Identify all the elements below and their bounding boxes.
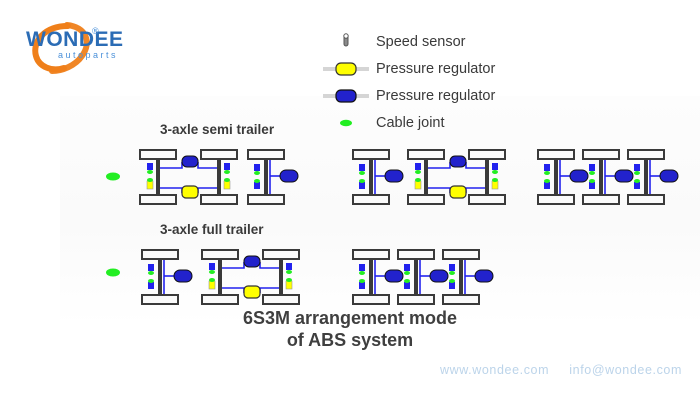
section-title-full-trailer: 3-axle full trailer	[160, 222, 264, 237]
semi-group-6-single-axle	[579, 148, 635, 206]
semi-group-4-tandem-axles	[404, 148, 509, 206]
diagram-background-panel	[60, 96, 700, 326]
semi-group-1-tandem-axles	[136, 148, 241, 206]
legend-item-speed-sensor: Speed sensor	[318, 30, 495, 54]
full-group-4-single-axle	[394, 248, 450, 306]
diagram-caption: 6S3M arrangement mode of ABS system	[0, 307, 700, 351]
full-group-2-tandem-axles	[198, 248, 303, 306]
semi-group-2-single-axle	[244, 148, 300, 206]
legend-label: Pressure regulator	[376, 61, 496, 77]
footer-contact: www.wondee.com info@wondee.com	[440, 363, 682, 377]
semi-group-3-single-axle	[349, 148, 405, 206]
cable-joint-icon	[318, 117, 374, 129]
cable-joint-marker-row2	[104, 265, 122, 283]
logo-wordmark: WONDEE	[26, 28, 124, 51]
legend: Speed sensor Pressure regulator Pres	[318, 30, 495, 138]
semi-group-5-single-axle	[534, 148, 590, 206]
legend-item-cable-joint: Cable joint	[318, 111, 495, 135]
full-group-3-single-axle	[349, 248, 405, 306]
cable-joint-marker-row1	[104, 169, 122, 187]
registered-mark: ®	[92, 26, 99, 36]
legend-label: Pressure regulator	[376, 88, 496, 104]
caption-line-2: of ABS system	[286, 330, 414, 350]
legend-item-pressure-regulator-yellow: Pressure regulator	[318, 57, 495, 81]
footer-email[interactable]: info@wondee.com	[569, 363, 682, 377]
pressure-regulator-yellow-icon	[318, 60, 374, 78]
semi-group-7-single-axle	[624, 148, 680, 206]
legend-label: Cable joint	[376, 115, 445, 131]
section-title-semi-trailer: 3-axle semi trailer	[160, 122, 275, 137]
speed-sensor-icon	[318, 32, 374, 52]
legend-label: Speed sensor	[376, 34, 466, 50]
wondee-logo	[26, 16, 196, 78]
pressure-regulator-blue-icon	[318, 87, 374, 105]
legend-item-pressure-regulator-blue: Pressure regulator	[318, 84, 495, 108]
footer-website[interactable]: www.wondee.com	[439, 363, 550, 377]
full-group-1-single-axle	[138, 248, 194, 306]
logo-tagline: autoparts	[58, 50, 119, 60]
caption-line-1: 6S3M arrangement mode	[242, 308, 458, 328]
full-group-5-single-axle	[439, 248, 495, 306]
swoosh-ring-icon	[32, 22, 90, 74]
